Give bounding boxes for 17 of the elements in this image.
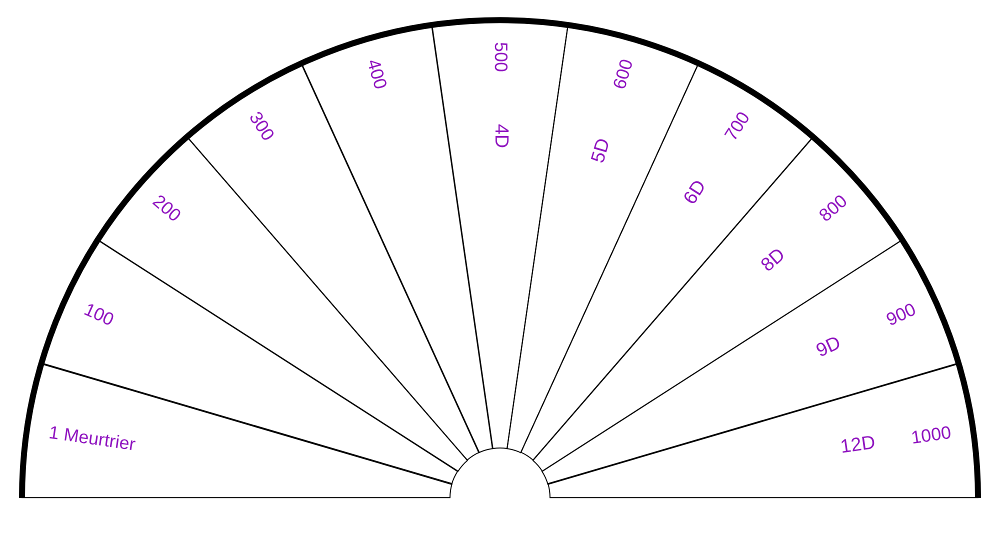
- sector-value-label: 300: [245, 109, 278, 145]
- sector-value-label: 200: [148, 192, 185, 227]
- sector-dimension-label: 12D: [840, 434, 878, 460]
- sector-value-label: 900: [883, 300, 919, 330]
- sector-dimension-label: 8D: [758, 245, 790, 277]
- sector-value-label: 500: [490, 42, 510, 72]
- sector-value-label: 1000: [910, 423, 953, 449]
- sector-value-label: 1 Meurtrier: [47, 423, 136, 456]
- sector-dimension-label: 5D: [588, 136, 616, 166]
- sector-dimension-label: 4D: [490, 124, 510, 148]
- sector-value-label: 600: [610, 58, 638, 92]
- sector-dimension-label: 9D: [814, 333, 845, 362]
- sector-value-label: 100: [81, 300, 117, 330]
- sector-value-label: 700: [722, 109, 755, 145]
- sector-value-label: 400: [362, 58, 390, 92]
- sector-dimension-label: 6D: [680, 178, 712, 210]
- sector-value-label: 800: [815, 192, 852, 227]
